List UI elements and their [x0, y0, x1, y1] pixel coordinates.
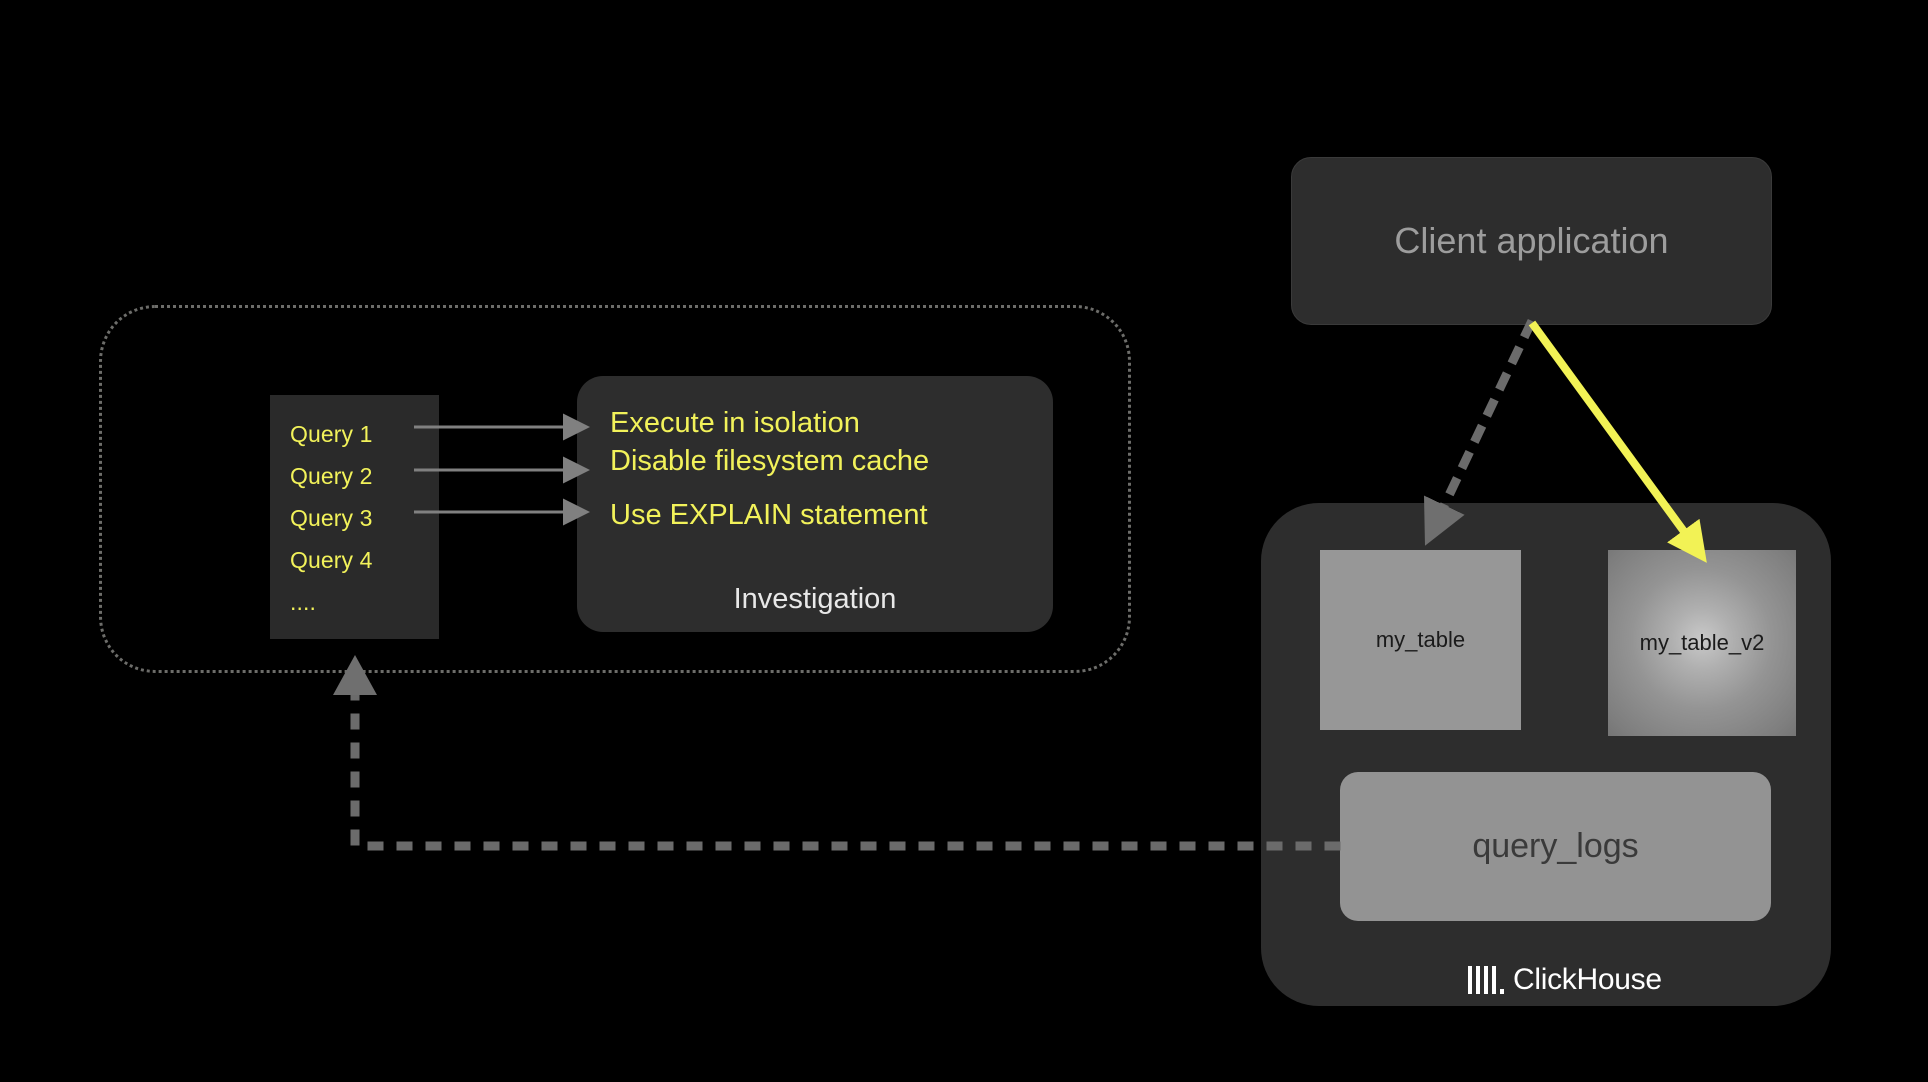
- query-list-box[interactable]: Query 1 Query 2 Query 3 Query 4 ....: [270, 395, 439, 639]
- investigation-line-3: Use EXPLAIN statement: [610, 499, 928, 531]
- connector-client-to-my-table: [1424, 319, 1536, 546]
- list-item: Query 1: [290, 421, 373, 447]
- table-label: query_logs: [1472, 827, 1639, 865]
- table-label: my_table_v2: [1639, 630, 1765, 655]
- list-item: Query 3: [290, 505, 373, 531]
- investigation-line-2: Disable filesystem cache: [610, 445, 930, 477]
- clickhouse-logo: ClickHouse: [1468, 963, 1662, 997]
- clickhouse-logo-text: ClickHouse: [1513, 963, 1662, 996]
- clickhouse-logo-icon: [1468, 966, 1504, 994]
- investigation-panel-title: Investigation: [733, 583, 897, 615]
- investigation-line-1: Execute in isolation: [610, 407, 860, 439]
- investigation-panel[interactable]: Execute in isolation Disable filesystem …: [577, 376, 1053, 632]
- table-label: my_table: [1375, 627, 1466, 652]
- list-item: Query 2: [290, 463, 373, 489]
- client-application-label: Client application: [1394, 220, 1669, 261]
- table-query-logs[interactable]: query_logs: [1340, 772, 1771, 921]
- client-application-box[interactable]: Client application: [1291, 157, 1772, 325]
- table-my-table[interactable]: my_table: [1320, 550, 1521, 730]
- list-item: ....: [290, 589, 316, 615]
- connector-query-logs-to-query-list: [333, 655, 1341, 851]
- list-item: Query 4: [290, 547, 373, 573]
- table-my-table-v2[interactable]: my_table_v2: [1608, 550, 1796, 736]
